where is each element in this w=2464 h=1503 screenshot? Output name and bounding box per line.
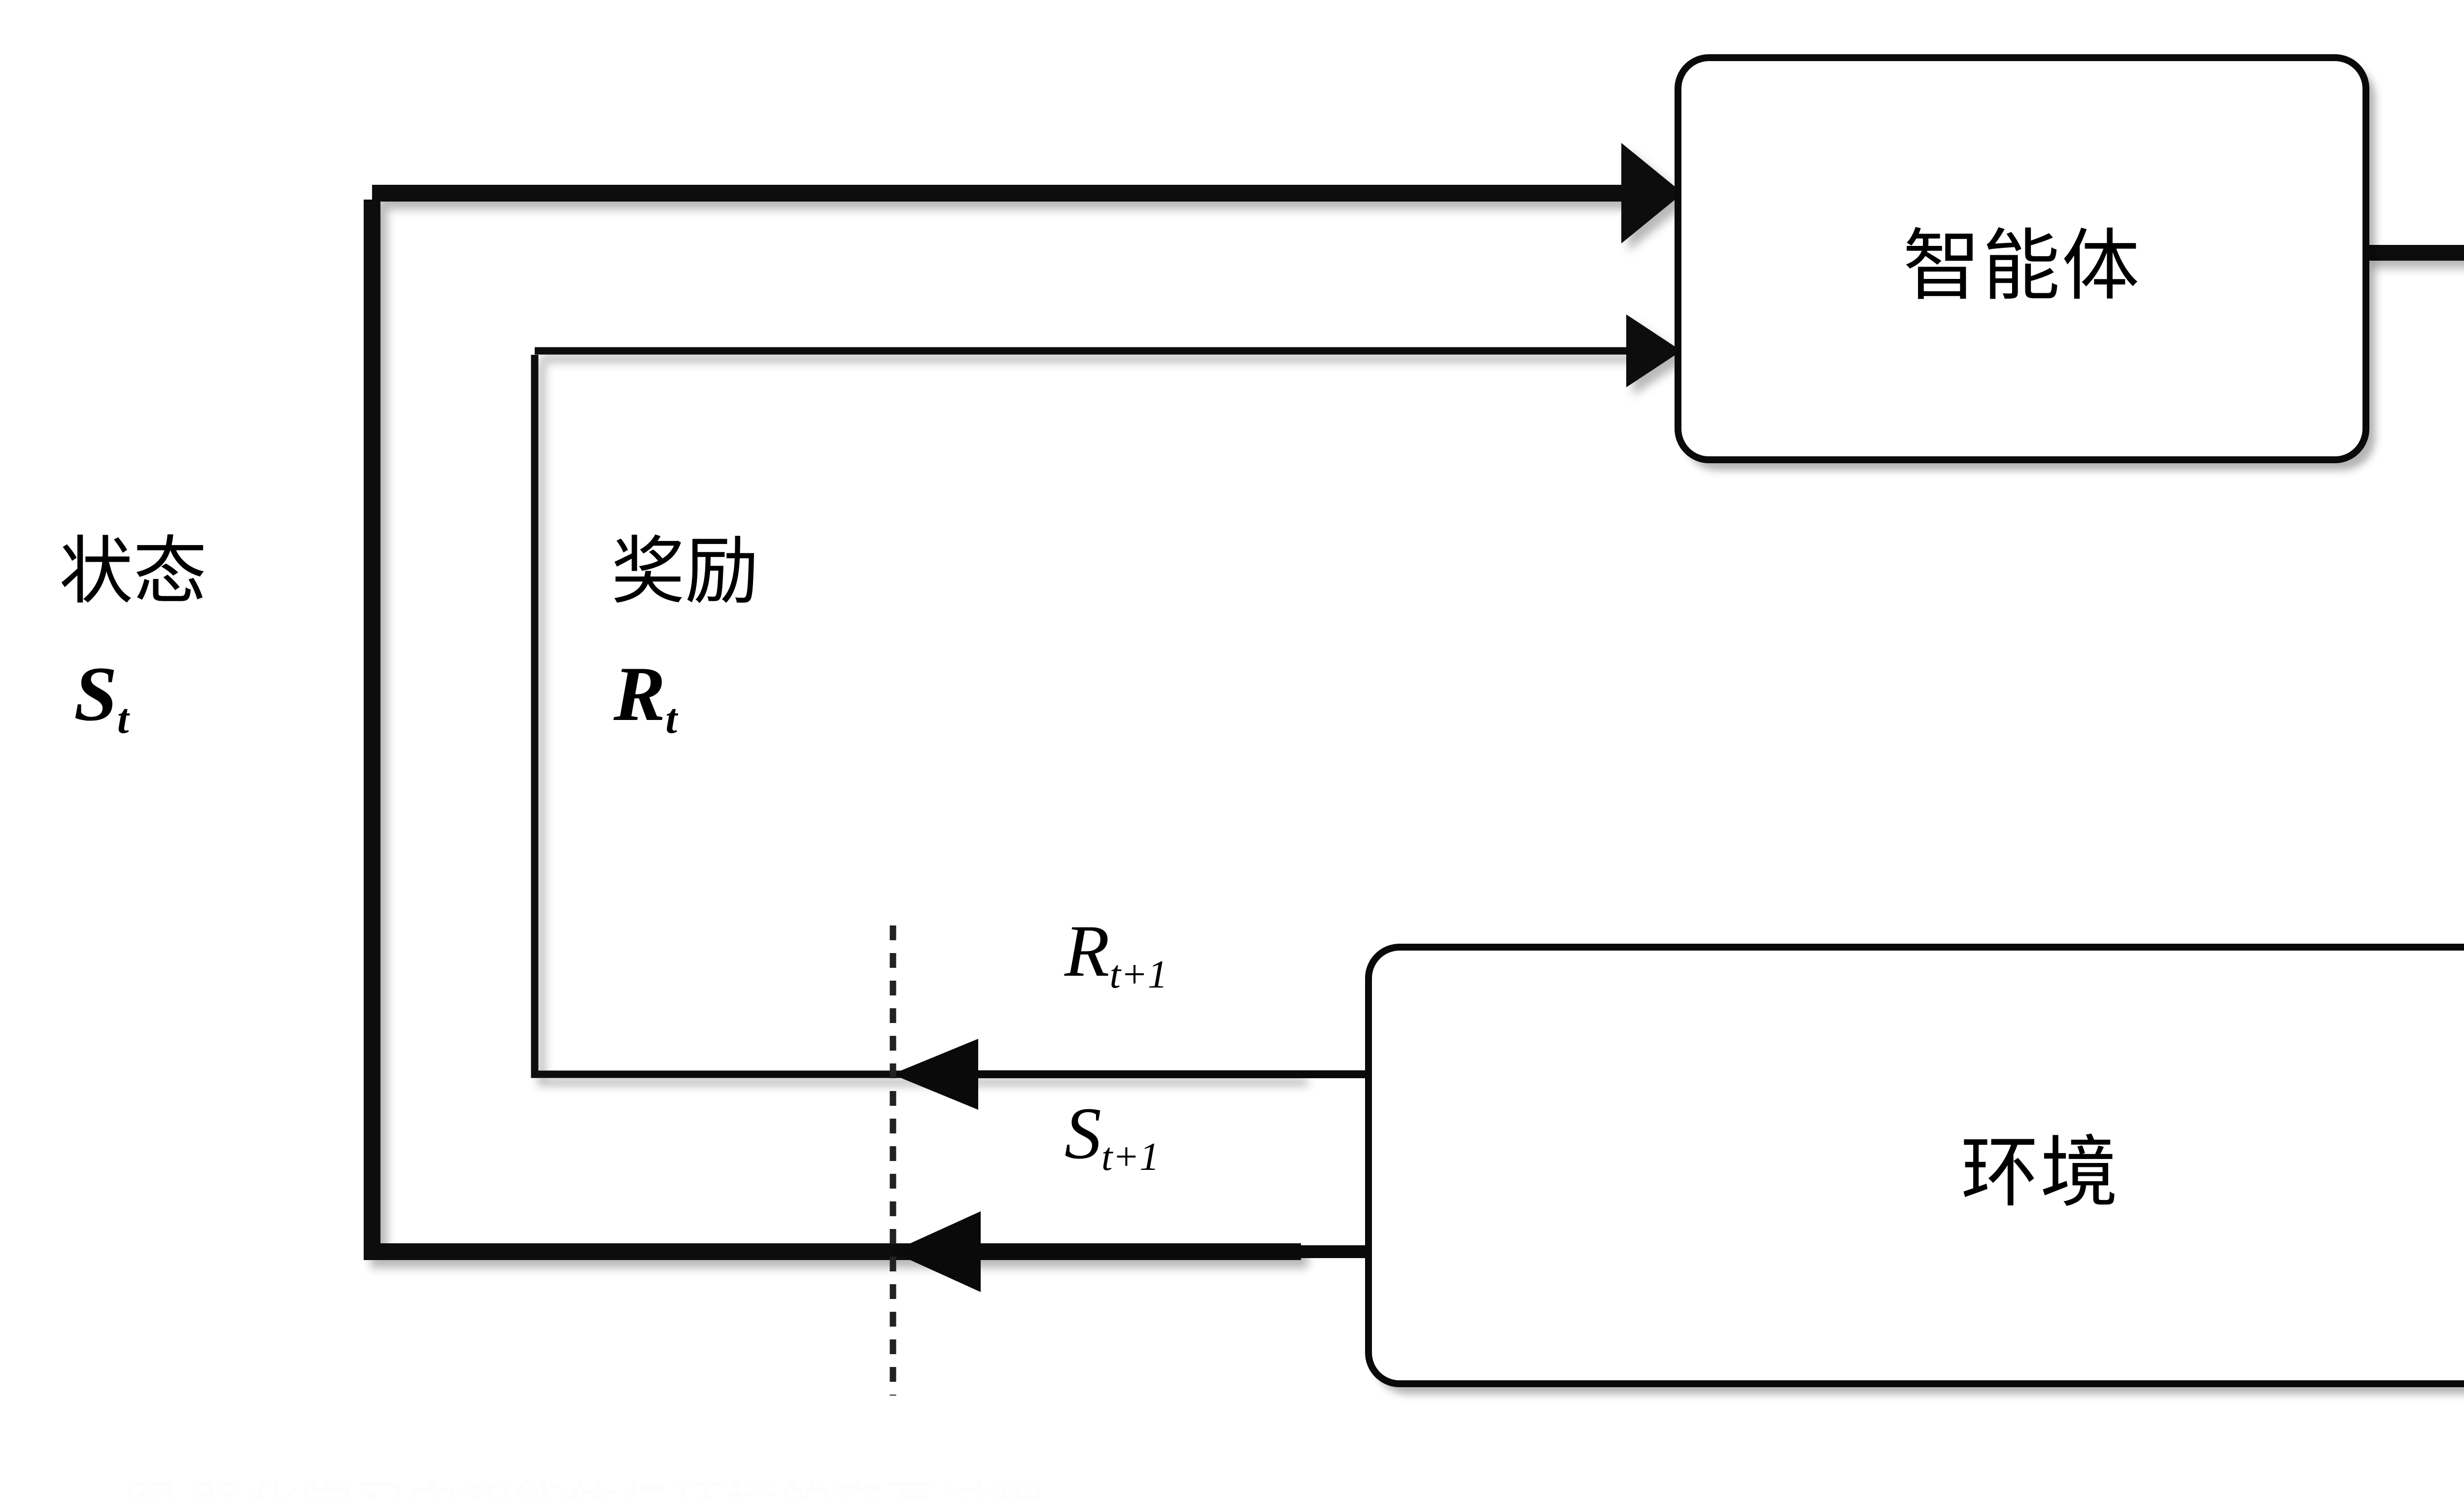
reward-edge-label-cjk: 奖励 [611, 529, 759, 615]
next-state-symbol-base: S [1064, 1093, 1101, 1174]
agent-node-label: 智能体 [1903, 220, 2141, 311]
environment-node[interactable]: 环境 [1365, 944, 2464, 1387]
state-path-left [364, 200, 1301, 1260]
state-symbol-subscript: t [117, 695, 129, 742]
next-state-symbol: St+1 [1064, 1096, 1160, 1177]
state-edge-label-cjk: 状态 [59, 529, 207, 615]
state-edge-symbol: St [74, 655, 129, 740]
state-arrowhead [1621, 143, 1683, 243]
state-symbol-base: S [74, 651, 117, 737]
reward-arrowhead [1626, 314, 1681, 387]
next-state-symbol-subscript: t+1 [1101, 1134, 1160, 1179]
reward-symbol-base: R [614, 651, 666, 737]
environment-node-label: 环境 [1960, 1127, 2120, 1218]
next-reward-symbol-subscript: t+1 [1109, 952, 1168, 997]
reward-symbol-subscript: t [665, 695, 678, 742]
agent-node[interactable]: 智能体 [1675, 54, 2369, 463]
next-state-arrowhead [892, 1211, 981, 1292]
next-reward-symbol-base: R [1064, 910, 1110, 992]
figure-caption-cropped: 图 强化学习中智能体与环境的交互过程 [123, 1463, 1700, 1499]
next-state-edge [892, 1211, 1365, 1292]
next-reward-edge [892, 1039, 1365, 1110]
next-reward-symbol: Rt+1 [1064, 914, 1167, 994]
reward-edge-symbol: Rt [614, 655, 677, 740]
next-reward-arrowhead [892, 1039, 978, 1110]
